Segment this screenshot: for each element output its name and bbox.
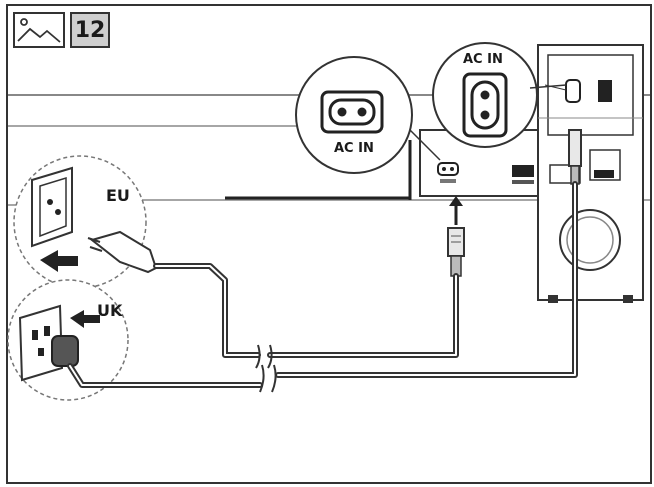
image-icon xyxy=(13,12,65,48)
subwoofer-power-plug xyxy=(568,129,582,185)
cable-break-marks xyxy=(255,344,277,393)
subwoofer-ac-socket-large xyxy=(462,72,508,138)
uk-label: UK xyxy=(97,301,123,320)
uk-power-plug xyxy=(51,335,79,367)
arrow-left-icon xyxy=(40,250,78,272)
soundbar-ac-port xyxy=(437,162,459,183)
arrow-up-icon xyxy=(449,196,463,225)
diagram-border xyxy=(6,4,652,484)
arrow-left-icon xyxy=(70,310,100,328)
step-number-badge: 12 xyxy=(70,12,110,48)
subwoofer xyxy=(537,44,644,303)
eu-label: EU xyxy=(106,186,130,205)
soundbar-power-plug xyxy=(447,227,465,277)
subwoofer-ac-in-label: AC IN xyxy=(463,52,503,67)
soundbar-ac-socket-large xyxy=(320,90,384,134)
power-cables xyxy=(67,181,578,388)
soundbar-ac-in-label: AC IN xyxy=(334,141,374,156)
eu-socket-callout xyxy=(13,155,147,289)
